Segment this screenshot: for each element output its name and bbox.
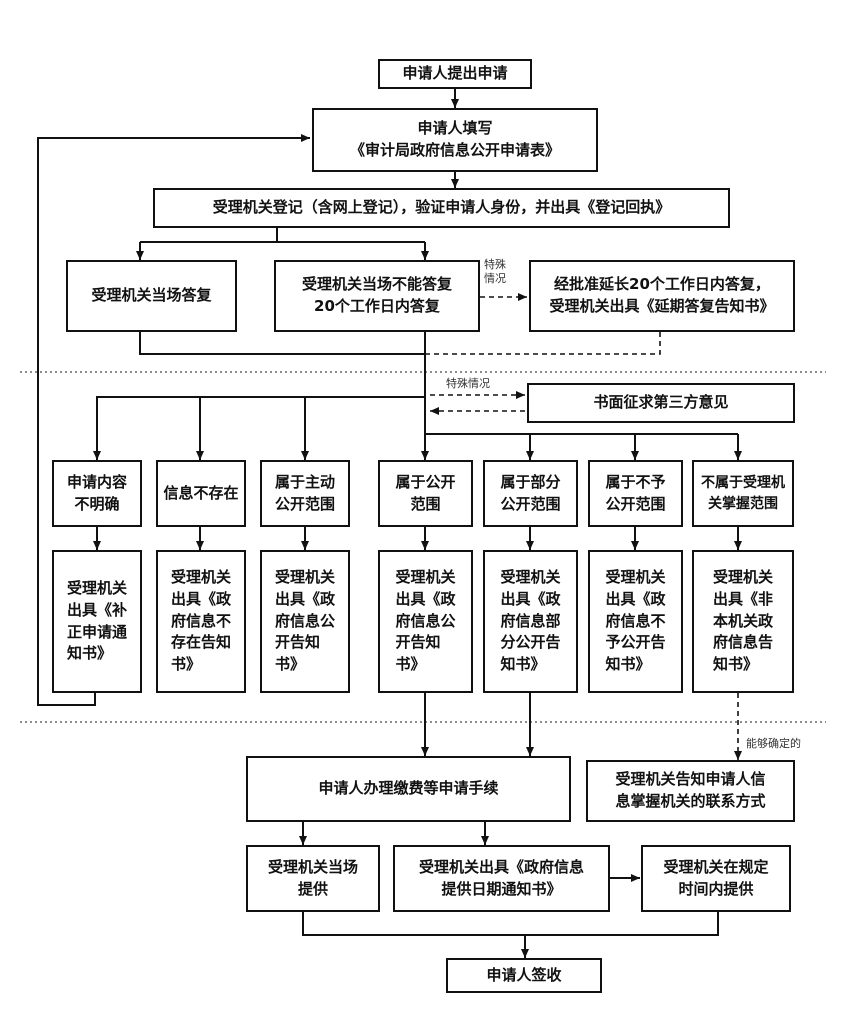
node-provide-on-site: 受理机关当场 提供 xyxy=(246,845,380,912)
node-register: 受理机关登记（含网上登记），验证申请人身份，并出具《登记回执》 xyxy=(153,188,730,228)
node-provide-in-time: 受理机关在规定 时间内提供 xyxy=(641,845,791,912)
node-not-held-scope: 不属于受理机 关掌握范围 xyxy=(692,460,794,527)
node-inform-contact: 受理机关告知申请人信 息掌握机关的联系方式 xyxy=(586,760,795,822)
node-notice-correction: 受理机关 出具《补 正申请通 知书》 xyxy=(52,550,142,693)
node-partial-scope: 属于部分 公开范围 xyxy=(483,460,578,527)
node-extend-reply: 经批准延长20个工作日内答复， 受理机关出具《延期答复告知书》 xyxy=(529,260,795,332)
node-pay-fees: 申请人办理缴费等申请手续 xyxy=(246,756,571,822)
node-submit-application: 申请人提出申请 xyxy=(378,59,532,89)
node-active-scope: 属于主动 公开范围 xyxy=(260,460,350,527)
label-special-case: 特殊 情况 xyxy=(484,258,506,286)
node-notice-no-disclose: 受理机关 出具《政 府信息不 予公开告 知书》 xyxy=(588,550,683,693)
node-no-disclose-scope: 属于不予 公开范围 xyxy=(588,460,683,527)
node-reply-on-site: 受理机关当场答复 xyxy=(66,260,237,332)
node-content-unclear: 申请内容 不明确 xyxy=(52,460,142,527)
node-public-scope: 属于公开 范围 xyxy=(378,460,473,527)
label-determinable: 能够确定的 xyxy=(746,737,801,750)
node-fill-form: 申请人填写 《审计局政府信息公开申请表》 xyxy=(312,108,598,172)
dashed-connectors xyxy=(425,293,742,760)
node-notice-active: 受理机关 出具《政 府信息公 开告知 书》 xyxy=(260,550,350,693)
node-notice-public: 受理机关 出具《政 府信息公 开告知 书》 xyxy=(378,550,473,693)
node-notice-provide-date: 受理机关出具《政府信息 提供日期通知书》 xyxy=(393,845,610,912)
connectors xyxy=(37,89,742,958)
node-notice-not-held: 受理机关 出具《非 本机关政 府信息告 知书》 xyxy=(692,550,794,693)
node-third-party-opinion: 书面征求第三方意见 xyxy=(527,383,795,423)
node-notice-partial: 受理机关 出具《政 府信息部 分公开告 知书》 xyxy=(483,550,578,693)
label-special-case-2: 特殊情况 xyxy=(446,377,490,390)
node-notice-not-exist: 受理机关 出具《政 府信息不 存在告知 书》 xyxy=(156,550,246,693)
node-reply-20-days: 受理机关当场不能答复 20个工作日内答复 xyxy=(274,260,480,332)
node-info-not-exist: 信息不存在 xyxy=(156,460,246,527)
node-applicant-sign: 申请人签收 xyxy=(446,958,602,993)
